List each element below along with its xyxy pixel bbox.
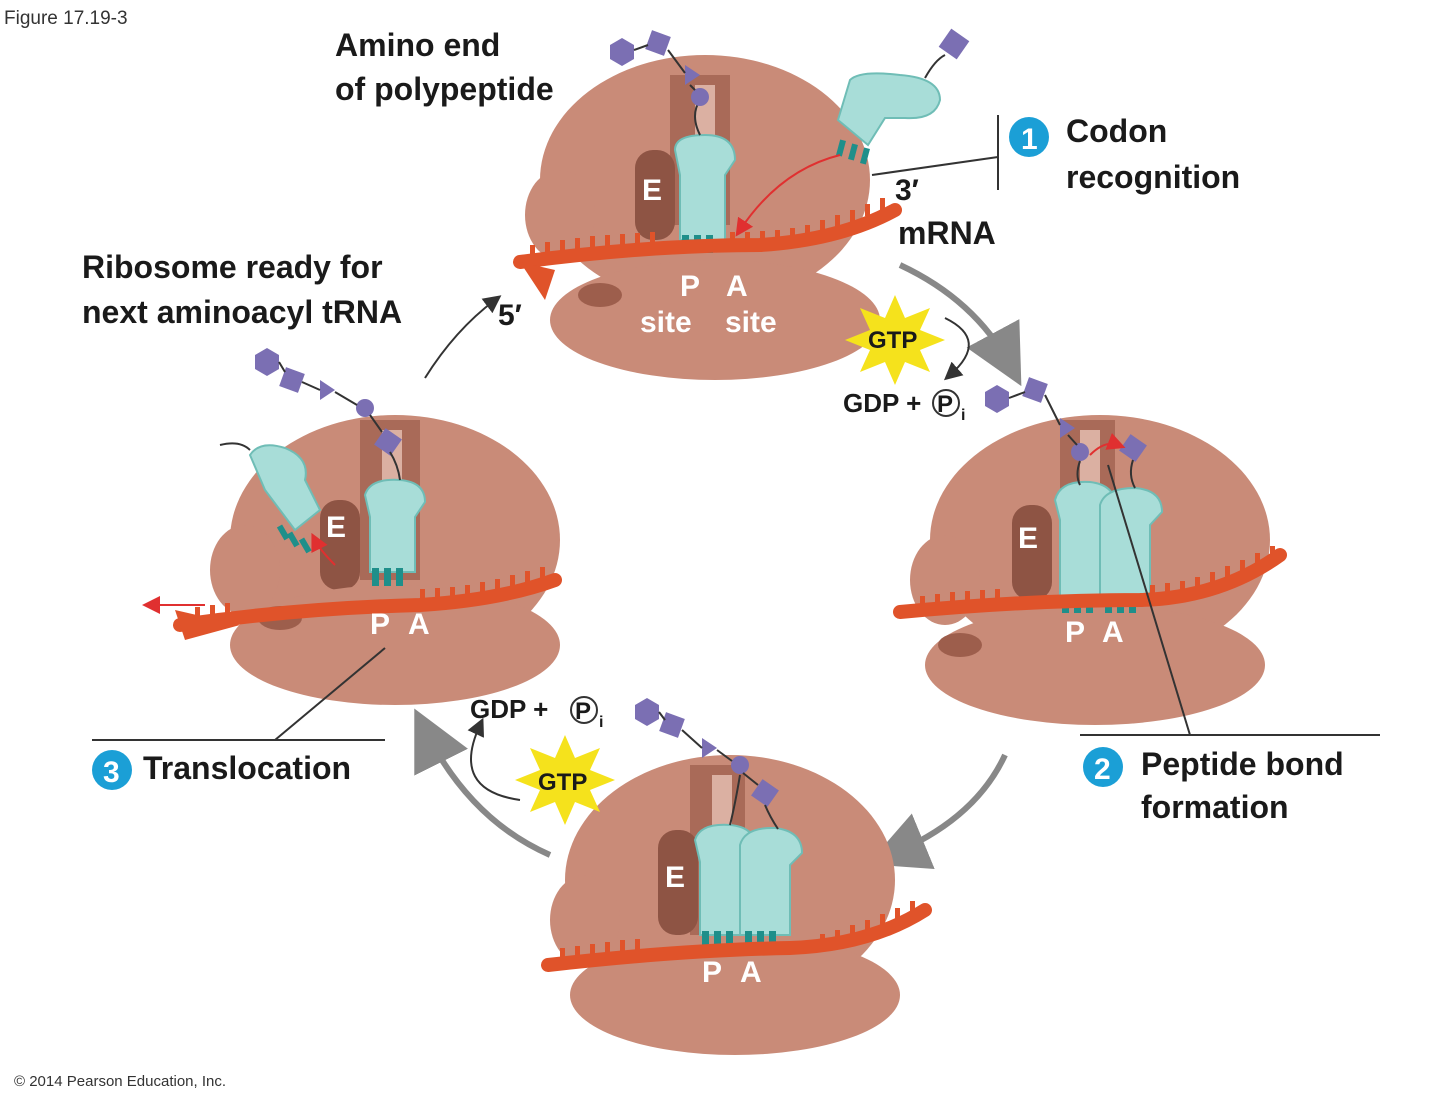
p-site-label-left: P xyxy=(370,608,390,641)
gtp-hydrolysis-arrow-top xyxy=(943,317,970,381)
cycle-arrow-left-to-top xyxy=(424,295,502,379)
a-site-label-right: A xyxy=(1102,616,1124,649)
e-site-label-left: E xyxy=(326,511,346,544)
p-site-label-top: P xyxy=(680,270,700,303)
cycle-arrow-bottom-to-left xyxy=(414,708,552,858)
a-site-label-bottom: A xyxy=(740,956,762,989)
mrna-left xyxy=(142,567,562,640)
e-site-pocket xyxy=(635,150,675,240)
step-3-badge xyxy=(92,750,132,790)
step-3-callout: 3 Translocation xyxy=(92,647,386,790)
mrna-right xyxy=(893,546,1287,619)
e-site-label-right: E xyxy=(1018,522,1038,555)
step-2-callout: 2 Peptide bond formation xyxy=(1080,464,1380,825)
figure-label: Figure 17.19-3 xyxy=(4,8,128,29)
p-site-label-bottom: P xyxy=(702,956,722,989)
trna-p-site xyxy=(673,133,737,241)
amino-end-label-line1: Amino end xyxy=(335,27,500,63)
gtp-burst-top: GTP xyxy=(845,295,945,385)
cycle-arrow-right-to-bottom xyxy=(867,753,1008,870)
step-1-number: 1 xyxy=(1021,123,1038,156)
gdp-pi-bottom: GDP + P i xyxy=(470,694,603,731)
gtp-burst-bottom: GTP xyxy=(515,735,615,825)
cycle-arrow-top-to-right xyxy=(898,262,1022,387)
a-site-label-left: A xyxy=(408,608,430,641)
five-prime-label: 5′ xyxy=(498,299,522,332)
step-1-callout: 1 Codon recognition xyxy=(871,113,1240,195)
a-site-label-top: A xyxy=(726,270,748,303)
svg-text:GDP +: GDP + xyxy=(470,694,548,724)
step-1-badge xyxy=(1009,117,1049,157)
svg-text:P: P xyxy=(937,391,953,418)
step-2-line1: Peptide bond xyxy=(1141,746,1344,782)
gtp-label-top: GTP xyxy=(868,327,917,354)
p-site-label-right: P xyxy=(1065,616,1085,649)
svg-text:i: i xyxy=(599,714,603,731)
gdp-pi-top: GDP + P i xyxy=(843,388,965,424)
gtp-label-bottom: GTP xyxy=(538,769,587,796)
e-site-label: E xyxy=(642,174,662,207)
step-2-line2: formation xyxy=(1141,789,1289,825)
ribosome-top: E xyxy=(525,30,880,380)
e-site-label-bottom: E xyxy=(665,861,685,894)
ribosome-ready-line2: next aminoacyl tRNA xyxy=(82,294,402,330)
step-1-line2: recognition xyxy=(1066,159,1240,195)
amino-end-label-line2: of polypeptide xyxy=(335,71,554,107)
step-3-number: 3 xyxy=(103,756,120,789)
step-2-number: 2 xyxy=(1094,753,1111,786)
step-1-line1: Codon xyxy=(1066,113,1167,149)
step-3-line1: Translocation xyxy=(143,750,351,786)
svg-text:P: P xyxy=(575,698,591,725)
svg-text:i: i xyxy=(961,407,965,424)
a-site-word: site xyxy=(725,306,777,339)
ribosome-right: E xyxy=(910,377,1270,725)
ribosome-bottom: E xyxy=(550,698,900,1055)
p-site-word: site xyxy=(640,306,692,339)
mrna-label: mRNA xyxy=(898,215,996,251)
mrna-bottom xyxy=(541,901,932,972)
three-prime-label: 3′ xyxy=(895,174,919,207)
ribosome-ready-line1: Ribosome ready for xyxy=(82,249,383,285)
gtp-hydrolysis-arrow-bottom xyxy=(467,717,521,801)
amino-acid-circle xyxy=(691,88,709,106)
svg-text:GDP +: GDP + xyxy=(843,388,921,418)
ribosome-left: E xyxy=(210,348,560,705)
incoming-aminoacyl-trna xyxy=(735,28,970,237)
copyright: © 2014 Pearson Education, Inc. xyxy=(14,1073,226,1090)
mrna-top xyxy=(513,198,902,300)
step-2-badge xyxy=(1083,747,1123,787)
